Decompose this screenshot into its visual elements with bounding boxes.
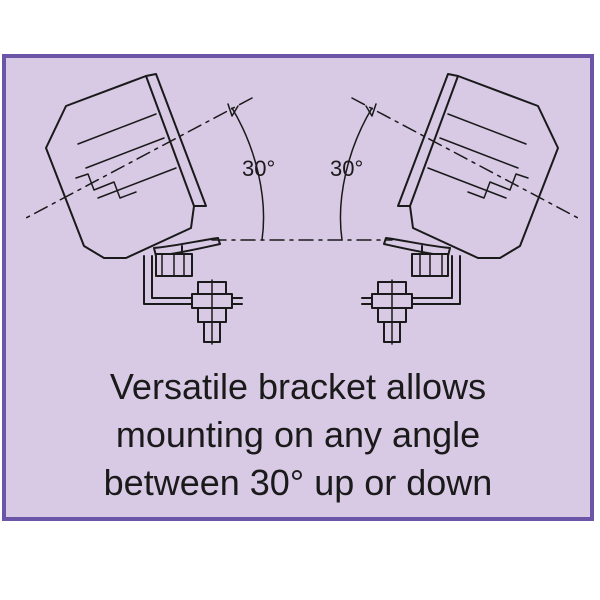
caption-line-3: between 30° up or down [103,462,493,503]
diagram-panel: 30° 30° Versatile bracket allows mountin… [2,54,594,521]
right-lamp [397,73,559,259]
left-arc-arrow [227,103,239,117]
caption: Versatile bracket allows mounting on any… [6,363,590,507]
right-arc-arrow [365,103,377,117]
left-angle-label: 30° [242,156,275,181]
caption-line-2: mounting on any angle [115,414,481,455]
left-bracket [143,237,243,345]
left-lamp [45,73,207,259]
reference-lines [25,97,579,241]
right-bracket [361,237,461,345]
caption-line-1: Versatile bracket allows [109,366,487,407]
right-angle-label: 30° [330,156,363,181]
bracket-diagram: 30° 30° [25,73,579,345]
